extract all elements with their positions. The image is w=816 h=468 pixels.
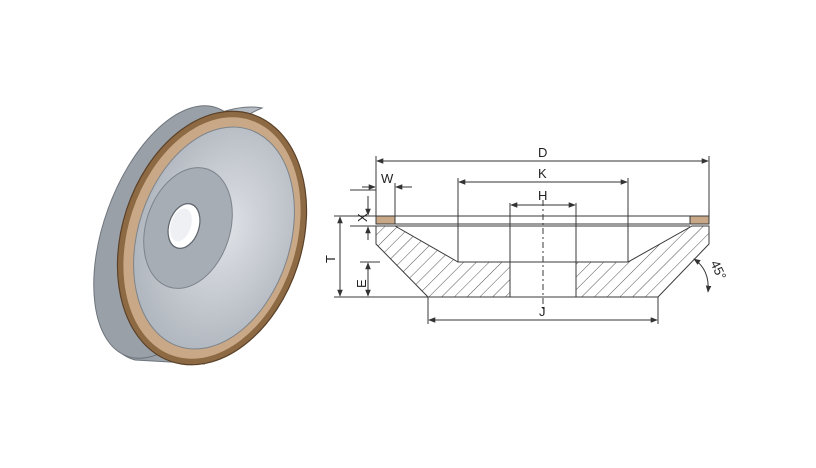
dimension-lines xyxy=(337,158,712,323)
label-T: T xyxy=(323,255,338,263)
wheel-3d-illustration xyxy=(93,105,308,366)
label-D: D xyxy=(538,145,547,160)
label-angle: 45° xyxy=(708,258,730,282)
abrasive-layer-left xyxy=(375,215,396,225)
label-K: K xyxy=(538,166,547,181)
section-drawing xyxy=(334,156,710,324)
label-H: H xyxy=(538,188,547,203)
label-W: W xyxy=(381,171,394,186)
label-E: E xyxy=(354,279,369,288)
wheel-bore-inner xyxy=(170,208,192,242)
dim-angle-arc xyxy=(693,258,712,293)
label-X: X xyxy=(355,213,370,222)
abrasive-layer-right xyxy=(689,215,710,225)
label-J: J xyxy=(539,304,546,319)
